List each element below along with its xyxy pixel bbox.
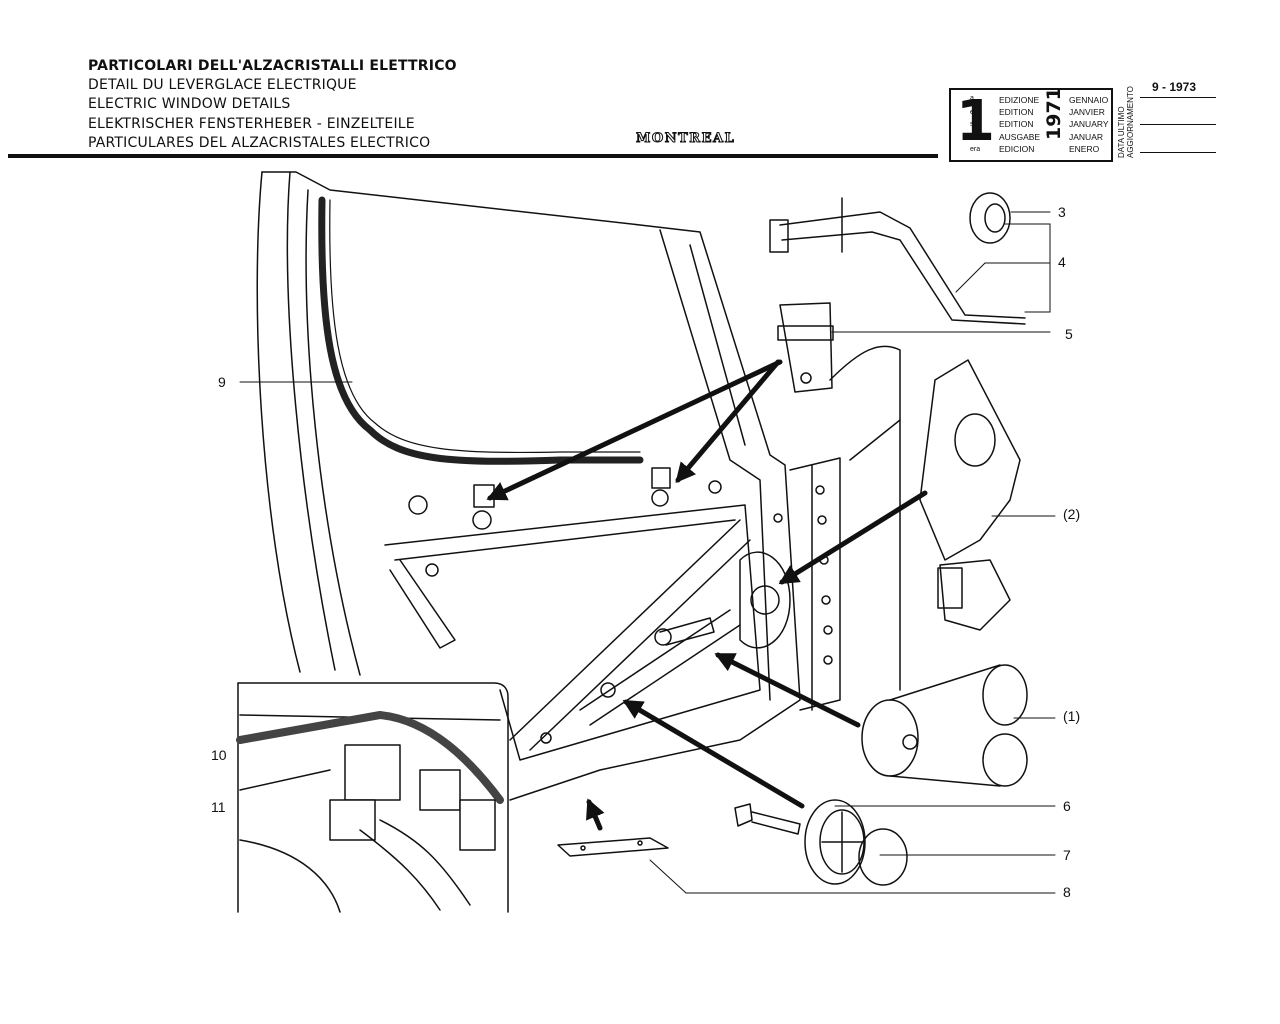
edition-suffix: era (970, 146, 981, 153)
part-1-pulley-assembly (861, 664, 1028, 787)
arrow-pulley-assembly (714, 652, 861, 728)
callout-9: 9 (218, 374, 226, 390)
inner-panel (384, 345, 901, 761)
arrow-shim (586, 798, 605, 831)
inset-detail (236, 682, 509, 913)
title-french: DETAIL DU LEVERGLACE ELECTRIQUE (88, 77, 357, 94)
edition-months: GENNAIO JANVIER JANUARY JANUAR ENERO (1069, 94, 1109, 155)
callout-7: 7 (1063, 847, 1071, 863)
part-2-motor (919, 359, 1021, 631)
title-spanish: PARTICULARES DEL ALZACRISTALES ELECTRICO (88, 134, 431, 151)
edition-month: JANUAR (1069, 131, 1104, 142)
header-rule (8, 154, 938, 158)
arrow-hinge-right (675, 359, 781, 484)
brand-logo: MONTREAL (635, 131, 736, 147)
edition-word: EDITION (999, 107, 1034, 118)
callout-2: (2) (1063, 506, 1080, 522)
arrow-motor (778, 490, 928, 585)
edition-number: 1 (956, 89, 995, 154)
edition-suffix: . (970, 133, 972, 140)
part-5-hinge-plate (777, 302, 834, 393)
door-frame (256, 171, 801, 801)
title-english: ELECTRIC WINDOW DETAILS (88, 96, 291, 113)
callout-11: 11 (211, 799, 226, 815)
callout-labels: (1) (2) 3 4 5 6 7 8 9 10 11 (211, 204, 1080, 900)
edition-words: EDIZIONE EDITION EDITION AUSGABE EDICION (999, 94, 1040, 155)
edition-word: EDICION (999, 143, 1035, 154)
edition-month: ENERO (1069, 143, 1100, 154)
edition-word: EDIZIONE (999, 95, 1040, 105)
arrow-pulley (622, 699, 805, 809)
update-line (1140, 97, 1216, 98)
title-block: PARTICOLARI DELL'ALZACRISTALLI ELETTRICO… (88, 57, 457, 153)
arrow-hinge-left (486, 359, 783, 501)
part-6-bolt (734, 803, 801, 835)
edition-month: JANVIER (1069, 107, 1105, 118)
pointer-arrows (486, 359, 928, 831)
callout-5: 5 (1065, 326, 1073, 342)
edition-word: AUSGABE (999, 131, 1041, 142)
hinge-clips (472, 467, 671, 530)
edition-word: EDITION (999, 119, 1034, 130)
callout-3: 3 (1058, 204, 1066, 220)
part-8-shim (557, 837, 669, 857)
window-seal (318, 196, 644, 465)
callout-6: 6 (1063, 798, 1071, 814)
edition-suffix: ere (970, 109, 981, 116)
update-line (1140, 152, 1216, 153)
edition-box: 1 a ere st . era EDIZIONE EDITION EDITIO… (949, 87, 1113, 162)
part-4-crank-rod (769, 197, 1026, 325)
callout-1: (1) (1063, 708, 1080, 724)
update-line (1140, 124, 1216, 125)
title-italian: PARTICOLARI DELL'ALZACRISTALLI ELETTRICO (88, 58, 457, 74)
update-date: 9 - 1973 (1152, 80, 1197, 94)
title-german: ELEKTRISCHER FENSTERHEBER - EINZELTEILE (88, 115, 415, 132)
callout-10: 10 (211, 747, 227, 763)
leader-lines (239, 211, 1056, 894)
edition-suffix: st (970, 121, 976, 128)
part-7-pulley (804, 799, 908, 886)
edition-month: JANUARY (1069, 119, 1109, 130)
edition-suffix: a (970, 95, 974, 102)
callout-8: 8 (1063, 884, 1071, 900)
callout-4: 4 (1058, 254, 1066, 270)
part-3-grommet (969, 192, 1011, 244)
regulator-mechanism (509, 519, 791, 751)
edition-month: GENNAIO (1069, 95, 1109, 105)
